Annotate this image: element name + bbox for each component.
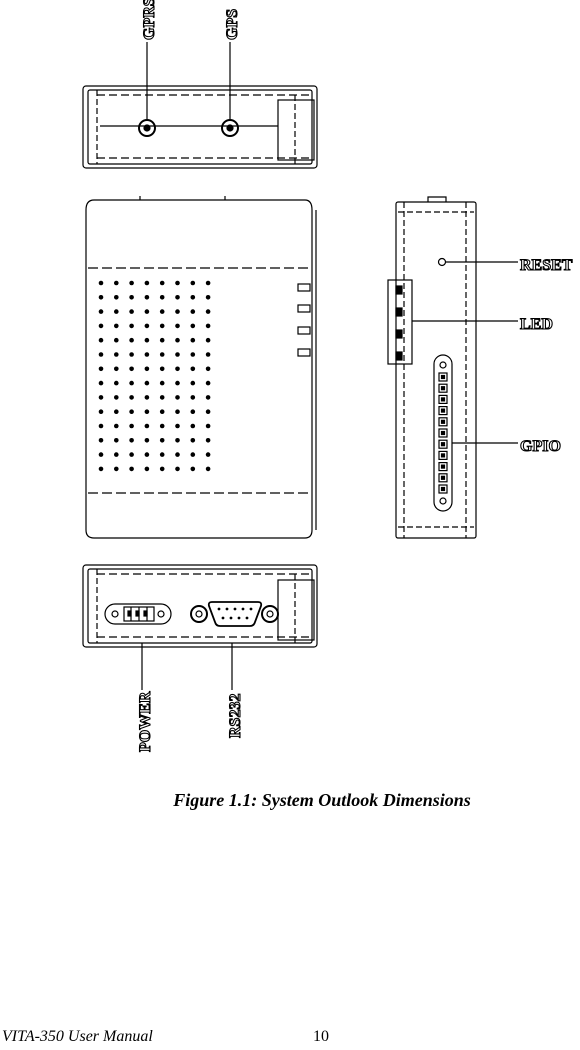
footer-manual-title: VITA-350 User Manual [2, 1028, 153, 1045]
vent-holes [98, 280, 211, 472]
gpio-connector [433, 354, 453, 512]
gprs-label: GPRS [141, 0, 158, 40]
led-label: LED [520, 316, 553, 333]
gps-label: GPS [224, 9, 241, 40]
power-connector-icon [104, 603, 172, 625]
side-view [387, 196, 518, 539]
power-label: POWER [137, 691, 154, 752]
reset-label: RESET [520, 257, 573, 274]
rs232-label: RS232 [227, 694, 244, 738]
system-outlook-diagram: GPRS GPS RESET LED GPIO POWER RS232 [82, 0, 573, 753]
rs232-connector-icon [190, 601, 279, 627]
figure-caption: Figure 1.1: System Outlook Dimensions [173, 790, 471, 810]
gprs-connector-icon [138, 119, 156, 137]
reset-button-icon [437, 257, 447, 267]
top-end-view [82, 42, 318, 169]
gpio-label: GPIO [520, 438, 561, 455]
footer-page-number: 10 [313, 1028, 329, 1045]
side-led-indicators [297, 283, 311, 357]
led-panel [387, 279, 413, 365]
gps-connector-icon [221, 119, 239, 137]
front-view [85, 196, 317, 539]
bottom-end-view [82, 564, 318, 690]
